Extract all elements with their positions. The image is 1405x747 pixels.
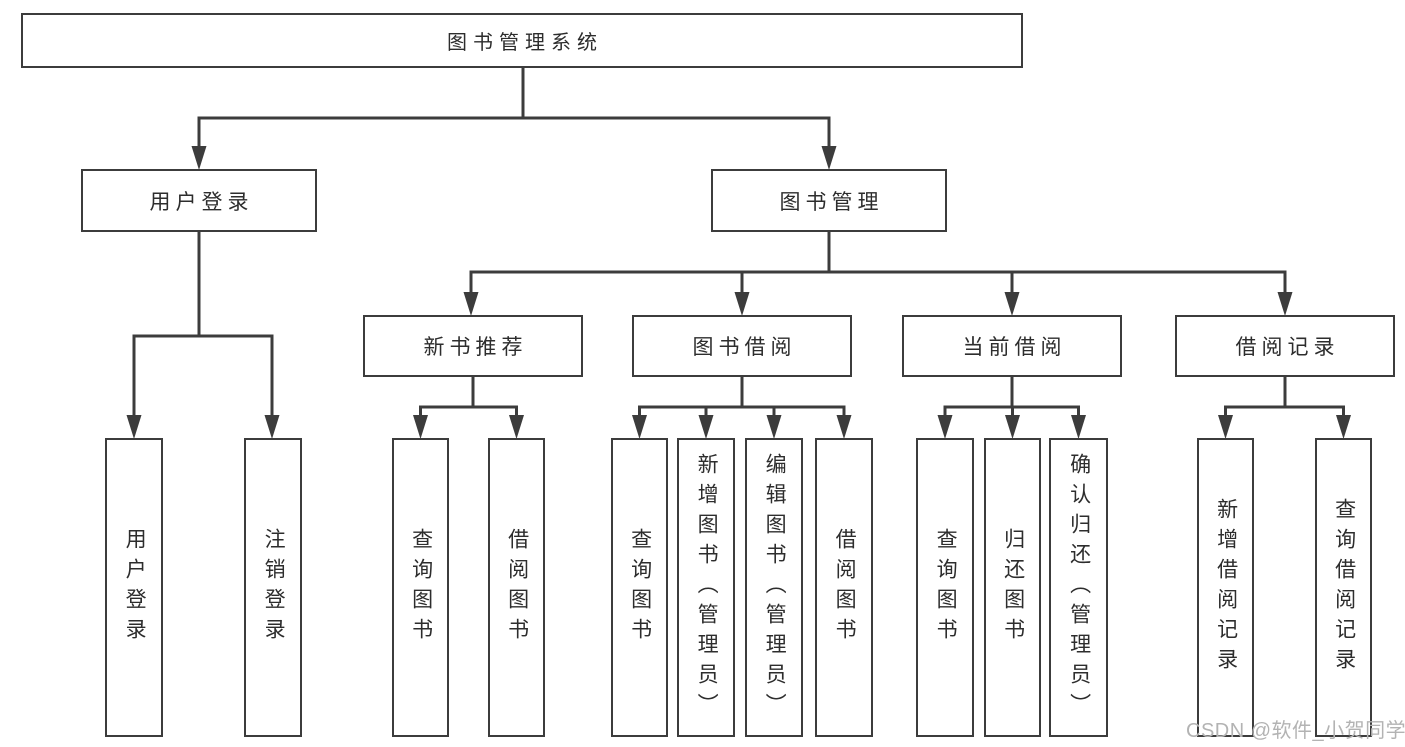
leaf-add-borrow-record: 新增借阅记录 — [1197, 438, 1254, 737]
node-library-management-system: 图书管理系统 — [21, 13, 1023, 68]
leaf-logout: 注销登录 — [244, 438, 302, 737]
leaf-edit-book-admin: 编辑图书（管理员） — [745, 438, 803, 737]
leaf-user-login: 用户登录 — [105, 438, 163, 737]
leaf-add-book-admin: 新增图书（管理员） — [677, 438, 735, 737]
node-borrowing-records: 借阅记录 — [1175, 315, 1395, 377]
node-current-borrowing: 当前借阅 — [902, 315, 1122, 377]
node-book-borrowing: 图书借阅 — [632, 315, 852, 377]
leaf-query-borrow-record: 查询借阅记录 — [1315, 438, 1372, 737]
node-user-login: 用户登录 — [81, 169, 317, 232]
leaf-query-books-current: 查询图书 — [916, 438, 974, 737]
leaf-borrow-books: 借阅图书 — [815, 438, 873, 737]
leaf-borrow-books-recommend: 借阅图书 — [488, 438, 545, 737]
leaf-query-books-borrowing: 查询图书 — [611, 438, 668, 737]
csdn-watermark: CSDN @软件_小贺同学 — [1186, 720, 1405, 742]
leaf-query-books-recommend: 查询图书 — [392, 438, 449, 737]
node-new-book-recommendation: 新书推荐 — [363, 315, 583, 377]
leaf-return-books: 归还图书 — [984, 438, 1041, 737]
node-book-management: 图书管理 — [711, 169, 947, 232]
leaf-confirm-return-admin: 确认归还（管理员） — [1049, 438, 1108, 737]
